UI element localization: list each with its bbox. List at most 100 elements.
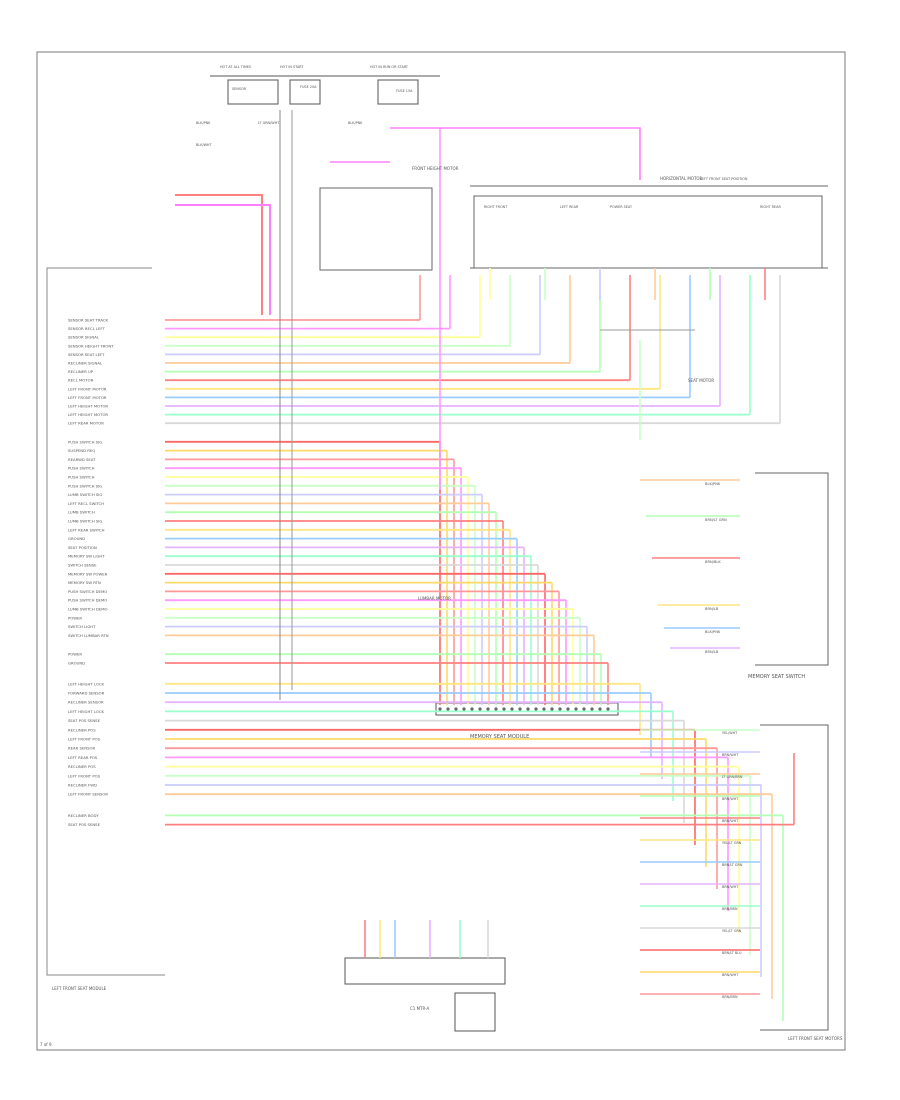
left-pin-label: MEMORY SW RTN xyxy=(68,580,101,585)
connector-pin xyxy=(590,707,594,711)
left-pin-label: PUSH SWITCH SIG xyxy=(68,483,102,488)
top-label: BLK/WHT xyxy=(196,143,212,147)
connector-pin xyxy=(470,707,474,711)
left-pin-label: LEFT REAR MOTOR xyxy=(68,421,104,426)
top-label: HOT IN RUN OR START xyxy=(370,65,409,69)
motor-label: BRN/BRN xyxy=(722,907,738,911)
left-pin-label: MEMORY SW LIGHT xyxy=(68,554,105,559)
motor-label: YEL/WHT xyxy=(722,731,738,735)
left-pin-label: SEAT POS SENSE xyxy=(68,822,101,827)
motor-label: BRN/WHT xyxy=(722,797,739,801)
power-wire xyxy=(390,127,641,180)
connector-pin xyxy=(558,707,562,711)
connector-pin xyxy=(478,707,482,711)
left-pin-label: PUSH SWITCH xyxy=(68,466,95,471)
bottom-right-label: LEFT FRONT SEAT MOTORS xyxy=(788,1036,843,1041)
switch-label: BRN/LT GRN xyxy=(705,518,727,522)
connector-pin xyxy=(446,707,450,711)
left-pin-label: LEFT HEIGHT MOTOR xyxy=(68,404,108,409)
left-pin-label: POWER xyxy=(68,615,82,620)
left-pin-label: PUSH SWITCH DEMO xyxy=(68,598,107,603)
connector-pin xyxy=(494,707,498,711)
left-pin-label: LEFT HEIGHT LOCK xyxy=(68,709,104,714)
left-pin-label: RECLINER POS xyxy=(68,764,96,769)
wire-set xyxy=(165,110,795,1021)
top-label: HOT AT ALL TIMES xyxy=(220,65,251,69)
switch-label: BLK/PNK xyxy=(705,630,721,634)
motor-label: BRN/WHT xyxy=(722,819,739,823)
diagram-frame xyxy=(36,51,846,1051)
left-pin-label: GROUND xyxy=(68,661,85,666)
connector-pin xyxy=(606,707,610,711)
left-pin-label: SENSOR SEAT TRACK xyxy=(68,318,109,323)
memory-module-label: MEMORY SEAT MODULE xyxy=(470,734,529,740)
left-pin-label: REAR SENSOR xyxy=(68,746,96,751)
left-pin-label: RECL MOTOR xyxy=(68,378,94,383)
left-pin-label: LEFT FRONT POS xyxy=(68,773,101,778)
left-pin-label: LEFT REAR POS xyxy=(68,755,98,760)
left-pin-label: LEFT RECL SWITCH xyxy=(68,501,104,506)
connector-pin xyxy=(582,707,586,711)
left-pin-label: SUSPEND REQ xyxy=(68,448,95,453)
footer-left-label: 7 of 9 xyxy=(40,1042,52,1047)
left-pin-label: MEMORY SW POWER xyxy=(68,571,108,576)
left-pin-label: SENSOR SIGNAL xyxy=(68,335,100,340)
bottom-left-label: LEFT FRONT SEAT MODULE xyxy=(52,986,107,991)
seat-switch-label: MEMORY SEAT SWITCH xyxy=(748,674,805,680)
connector-pin xyxy=(542,707,546,711)
motor-label: LT GRN/BRN xyxy=(722,775,743,779)
connector-pin xyxy=(454,707,458,711)
motor-label: YEL/LT GRN xyxy=(722,841,742,845)
motor-label: BRN/WHT xyxy=(722,753,739,757)
motor-label: BRN/BRN xyxy=(722,995,738,999)
left-pin-label: LEFT FRONT POS xyxy=(68,737,101,742)
left-pin-label: RECLINER SIGNAL xyxy=(68,361,103,366)
lumbar-motor-label: LUMBAR MOTOR xyxy=(418,596,451,601)
left-pin-label: SEAT POS SENSE xyxy=(68,718,101,723)
horiz-box-label: HORIZONTAL MOTOR xyxy=(660,176,703,181)
left-pin-label: PUSH SWITCH xyxy=(68,475,95,480)
top-label: LT GRN/WHT xyxy=(258,121,280,125)
left-pin-label: SENSOR HEIGHT FRONT xyxy=(68,343,114,348)
top-label: POWER SEAT xyxy=(610,205,633,209)
motor-label: BRN/WHT xyxy=(722,885,739,889)
left-pin-label: SENSOR RECL LEFT xyxy=(68,326,106,331)
switch-label: BRN/LB xyxy=(705,607,719,611)
left-pin-label: LUMB SWITCH xyxy=(68,510,95,515)
label-set: SENSOR SEAT TRACK SENSOR RECL LEFT SENSOR … xyxy=(68,65,781,999)
left-pin-label: SWITCH SENSE xyxy=(68,563,97,568)
switch-label: BRN/LB xyxy=(705,650,719,654)
motor-label: BRN/WHT xyxy=(722,973,739,977)
left-pin-label: SEAT POSITION xyxy=(68,545,97,550)
top-label: FUSE 20A xyxy=(300,85,317,89)
left-pin-label: RECLINER UP xyxy=(68,369,94,374)
top-label: HOT IN START xyxy=(280,65,304,69)
top-label: LEFT REAR xyxy=(560,205,579,209)
top-label: LEFT FRONT SEAT POSITION xyxy=(700,177,748,181)
left-pin-label: LEFT HEIGHT MOTOR xyxy=(68,412,108,417)
left-pin-label: LEFT REAR SWITCH xyxy=(68,527,105,532)
left-pin-label: LUMB SWITCH SIG xyxy=(68,519,102,524)
connector-pin xyxy=(534,707,538,711)
left-pin-label: RECLINER BODY xyxy=(68,813,99,818)
left-pin-label: RECLINER FWD xyxy=(68,783,97,788)
left-pin-label: RECLINER SENSOR xyxy=(68,700,104,705)
left-pin-label: REARWD SEAT xyxy=(68,457,96,462)
left-pin-label: RECLINER POS xyxy=(68,727,96,732)
left-pin-label: LEFT FRONT SENSOR xyxy=(68,792,108,797)
connector-pin xyxy=(518,707,522,711)
connector-pin xyxy=(574,707,578,711)
connector-label: C1 MTR-A xyxy=(410,1006,429,1011)
seat-motor-label: SEAT MOTOR xyxy=(688,378,714,383)
top-label: SENSOR xyxy=(232,87,247,91)
left-pin-label: FORWARD SENSOR xyxy=(68,691,105,696)
motor-label: BRN/LT GRN xyxy=(722,863,743,867)
power-wire xyxy=(175,194,263,315)
connector-pin xyxy=(526,707,530,711)
top-label: RIGHT REAR xyxy=(760,205,781,209)
top-label: FUSE 15A xyxy=(396,89,413,93)
connector-pin xyxy=(462,707,466,711)
connector-pin xyxy=(550,707,554,711)
top-label: RIGHT FRONT xyxy=(484,205,508,209)
left-pin-label: SWITCH LIGHT xyxy=(68,624,96,629)
